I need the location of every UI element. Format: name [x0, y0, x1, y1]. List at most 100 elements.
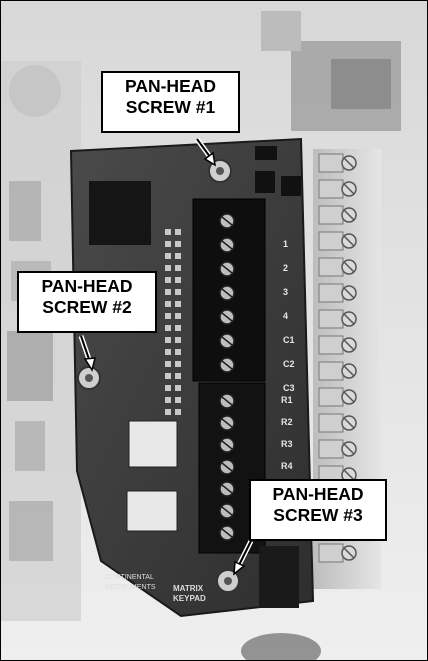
terminal-label: 2	[283, 263, 288, 273]
right-strip-screw	[318, 153, 357, 173]
keypad-label: KEYPAD	[173, 594, 206, 603]
right-strip-screw	[318, 439, 357, 459]
terminal-screw	[219, 393, 235, 409]
header-pin	[165, 265, 171, 271]
terminal-screw	[219, 357, 235, 373]
header-pin	[175, 325, 181, 331]
chip-u1	[89, 181, 151, 245]
header-pin	[175, 361, 181, 367]
diode-1	[255, 146, 277, 160]
terminal-label: 1	[283, 239, 288, 249]
terminal-label: C3	[283, 383, 295, 393]
header-pin	[165, 385, 171, 391]
header-pin	[175, 337, 181, 343]
terminal-label: C1	[283, 335, 295, 345]
header-pin	[175, 301, 181, 307]
header-pin	[165, 229, 171, 235]
callout-pan-head-screw-2: PAN-HEAD SCREW #2	[17, 271, 157, 333]
callout-2-line-2: SCREW #2	[42, 297, 132, 317]
header-pin	[165, 337, 171, 343]
terminal-screw	[219, 333, 235, 349]
terminal-screw	[219, 309, 235, 325]
terminal-screw	[219, 459, 235, 475]
terminal-label: R3	[281, 439, 293, 449]
terminal-screw	[219, 481, 235, 497]
terminal-screw	[219, 261, 235, 277]
left-components	[7, 65, 61, 561]
header-pin	[165, 361, 171, 367]
right-strip-screw	[318, 335, 357, 355]
terminal-screw	[219, 437, 235, 453]
arrow-screw-2	[78, 335, 96, 372]
header-pin	[165, 373, 171, 379]
header-pin	[165, 313, 171, 319]
terminal-label: 3	[283, 287, 288, 297]
callout-pan-head-screw-3: PAN-HEAD SCREW #3	[249, 479, 387, 541]
header-pin	[165, 289, 171, 295]
arrow-screw-1	[194, 137, 217, 167]
right-strip-screw	[318, 413, 357, 433]
right-strip-screw	[318, 361, 357, 381]
header-pin	[175, 241, 181, 247]
header-pin	[175, 349, 181, 355]
instruments-label: INSTRUMENTS	[105, 584, 156, 591]
right-strip-screw	[318, 257, 357, 277]
right-strip-screw	[318, 231, 357, 251]
header-pin	[165, 253, 171, 259]
terminal-label: R1	[281, 395, 293, 405]
continental-label: CONTINENTAL	[105, 574, 154, 581]
chip-u3	[126, 490, 178, 532]
right-strip-screw	[318, 309, 357, 329]
header-pin	[175, 373, 181, 379]
terminal-block-screws	[219, 213, 235, 541]
callout-pan-head-screw-1: PAN-HEAD SCREW #1	[101, 71, 240, 133]
header-pin	[175, 289, 181, 295]
callout-2-line-1: PAN-HEAD	[41, 276, 133, 296]
header-pin	[175, 253, 181, 259]
header-pin	[175, 277, 181, 283]
terminal-label: C2	[283, 359, 295, 369]
terminal-screw	[219, 213, 235, 229]
pan-head-screw-3	[216, 569, 240, 593]
matrix-label: MATRIX	[173, 584, 204, 593]
terminal-label: R2	[281, 417, 293, 427]
header-pin	[165, 241, 171, 247]
pin-header	[165, 229, 181, 415]
header-pin	[165, 409, 171, 415]
terminal-screw	[219, 237, 235, 253]
header-pin	[165, 349, 171, 355]
header-pin	[175, 397, 181, 403]
header-pin	[175, 313, 181, 319]
terminal-screw	[219, 503, 235, 519]
right-strip-screw	[318, 205, 357, 225]
callout-3-line-2: SCREW #3	[273, 505, 363, 525]
terminal-label: 4	[283, 311, 288, 321]
top-right-relay	[261, 11, 401, 131]
header-pin	[165, 301, 171, 307]
right-strip-screw	[318, 179, 357, 199]
bottom-components	[259, 546, 299, 608]
callout-3-line-1: PAN-HEAD	[272, 484, 364, 504]
terminal-screw	[219, 415, 235, 431]
chip-u2	[128, 420, 178, 468]
right-strip-screw	[318, 283, 357, 303]
pan-head-screw-2	[77, 366, 101, 390]
header-pin	[175, 385, 181, 391]
terminal-screw	[219, 525, 235, 541]
header-pin	[165, 277, 171, 283]
terminal-label: R4	[281, 461, 293, 471]
header-pin	[175, 409, 181, 415]
callout-1-line-1: PAN-HEAD	[124, 76, 217, 96]
diode-3	[281, 176, 301, 196]
header-pin	[165, 325, 171, 331]
capacitor	[241, 633, 321, 660]
right-strip-screw	[318, 387, 357, 407]
terminal-screw	[219, 285, 235, 301]
callout-1-line-2: SCREW #1	[125, 97, 216, 117]
header-pin	[175, 265, 181, 271]
header-pin	[165, 397, 171, 403]
arrow-screw-3	[233, 539, 254, 576]
